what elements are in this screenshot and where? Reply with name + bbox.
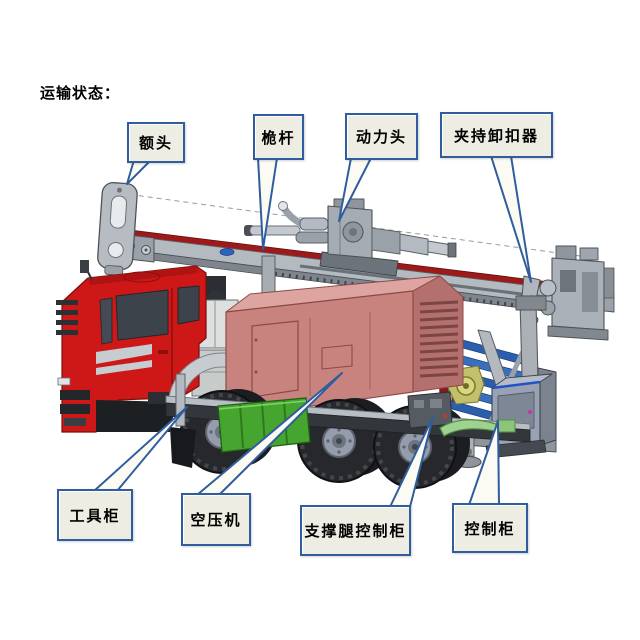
- callout-air-compressor-label: 空压机: [190, 513, 242, 529]
- leader-clamp: [490, 155, 532, 283]
- callout-power-head: 动力头: [345, 113, 418, 160]
- truck-cab: [56, 260, 277, 433]
- callout-mast: 桅杆: [253, 114, 304, 160]
- callout-mast-label: 桅杆: [261, 130, 296, 147]
- forehead-head-plate: [97, 182, 138, 276]
- callout-clamp-label: 夹持卸扣器: [453, 128, 539, 145]
- callout-tool-cabinet: 工具柜: [57, 489, 133, 541]
- callout-outrigger-label: 支撑腿控制柜: [304, 524, 407, 540]
- fuel-tank: [217, 397, 311, 453]
- callout-tool-cabinet-label: 工具柜: [69, 508, 121, 525]
- callout-forehead: 额头: [127, 122, 185, 163]
- callout-control-cabinet: 控制柜: [452, 503, 528, 553]
- callout-control-cabinet-label: 控制柜: [464, 521, 516, 538]
- mud-flap: [170, 427, 196, 468]
- callout-air-compressor: 空压机: [181, 493, 251, 546]
- callout-outrigger-control-cabinet: 支撑腿控制柜: [300, 505, 411, 556]
- callout-forehead-label: 额头: [138, 136, 173, 152]
- leader-forehead: [126, 159, 152, 185]
- callout-clamp-breakout-device: 夹持卸扣器: [440, 112, 553, 158]
- front-support-leg: [175, 373, 186, 427]
- air-compressor-box: [225, 275, 464, 419]
- callout-leaders: [93, 155, 532, 508]
- callout-power-head-label: 动力头: [355, 130, 407, 146]
- clamp-breakout-device: [521, 245, 615, 341]
- page-title: 运输状态：: [40, 86, 121, 102]
